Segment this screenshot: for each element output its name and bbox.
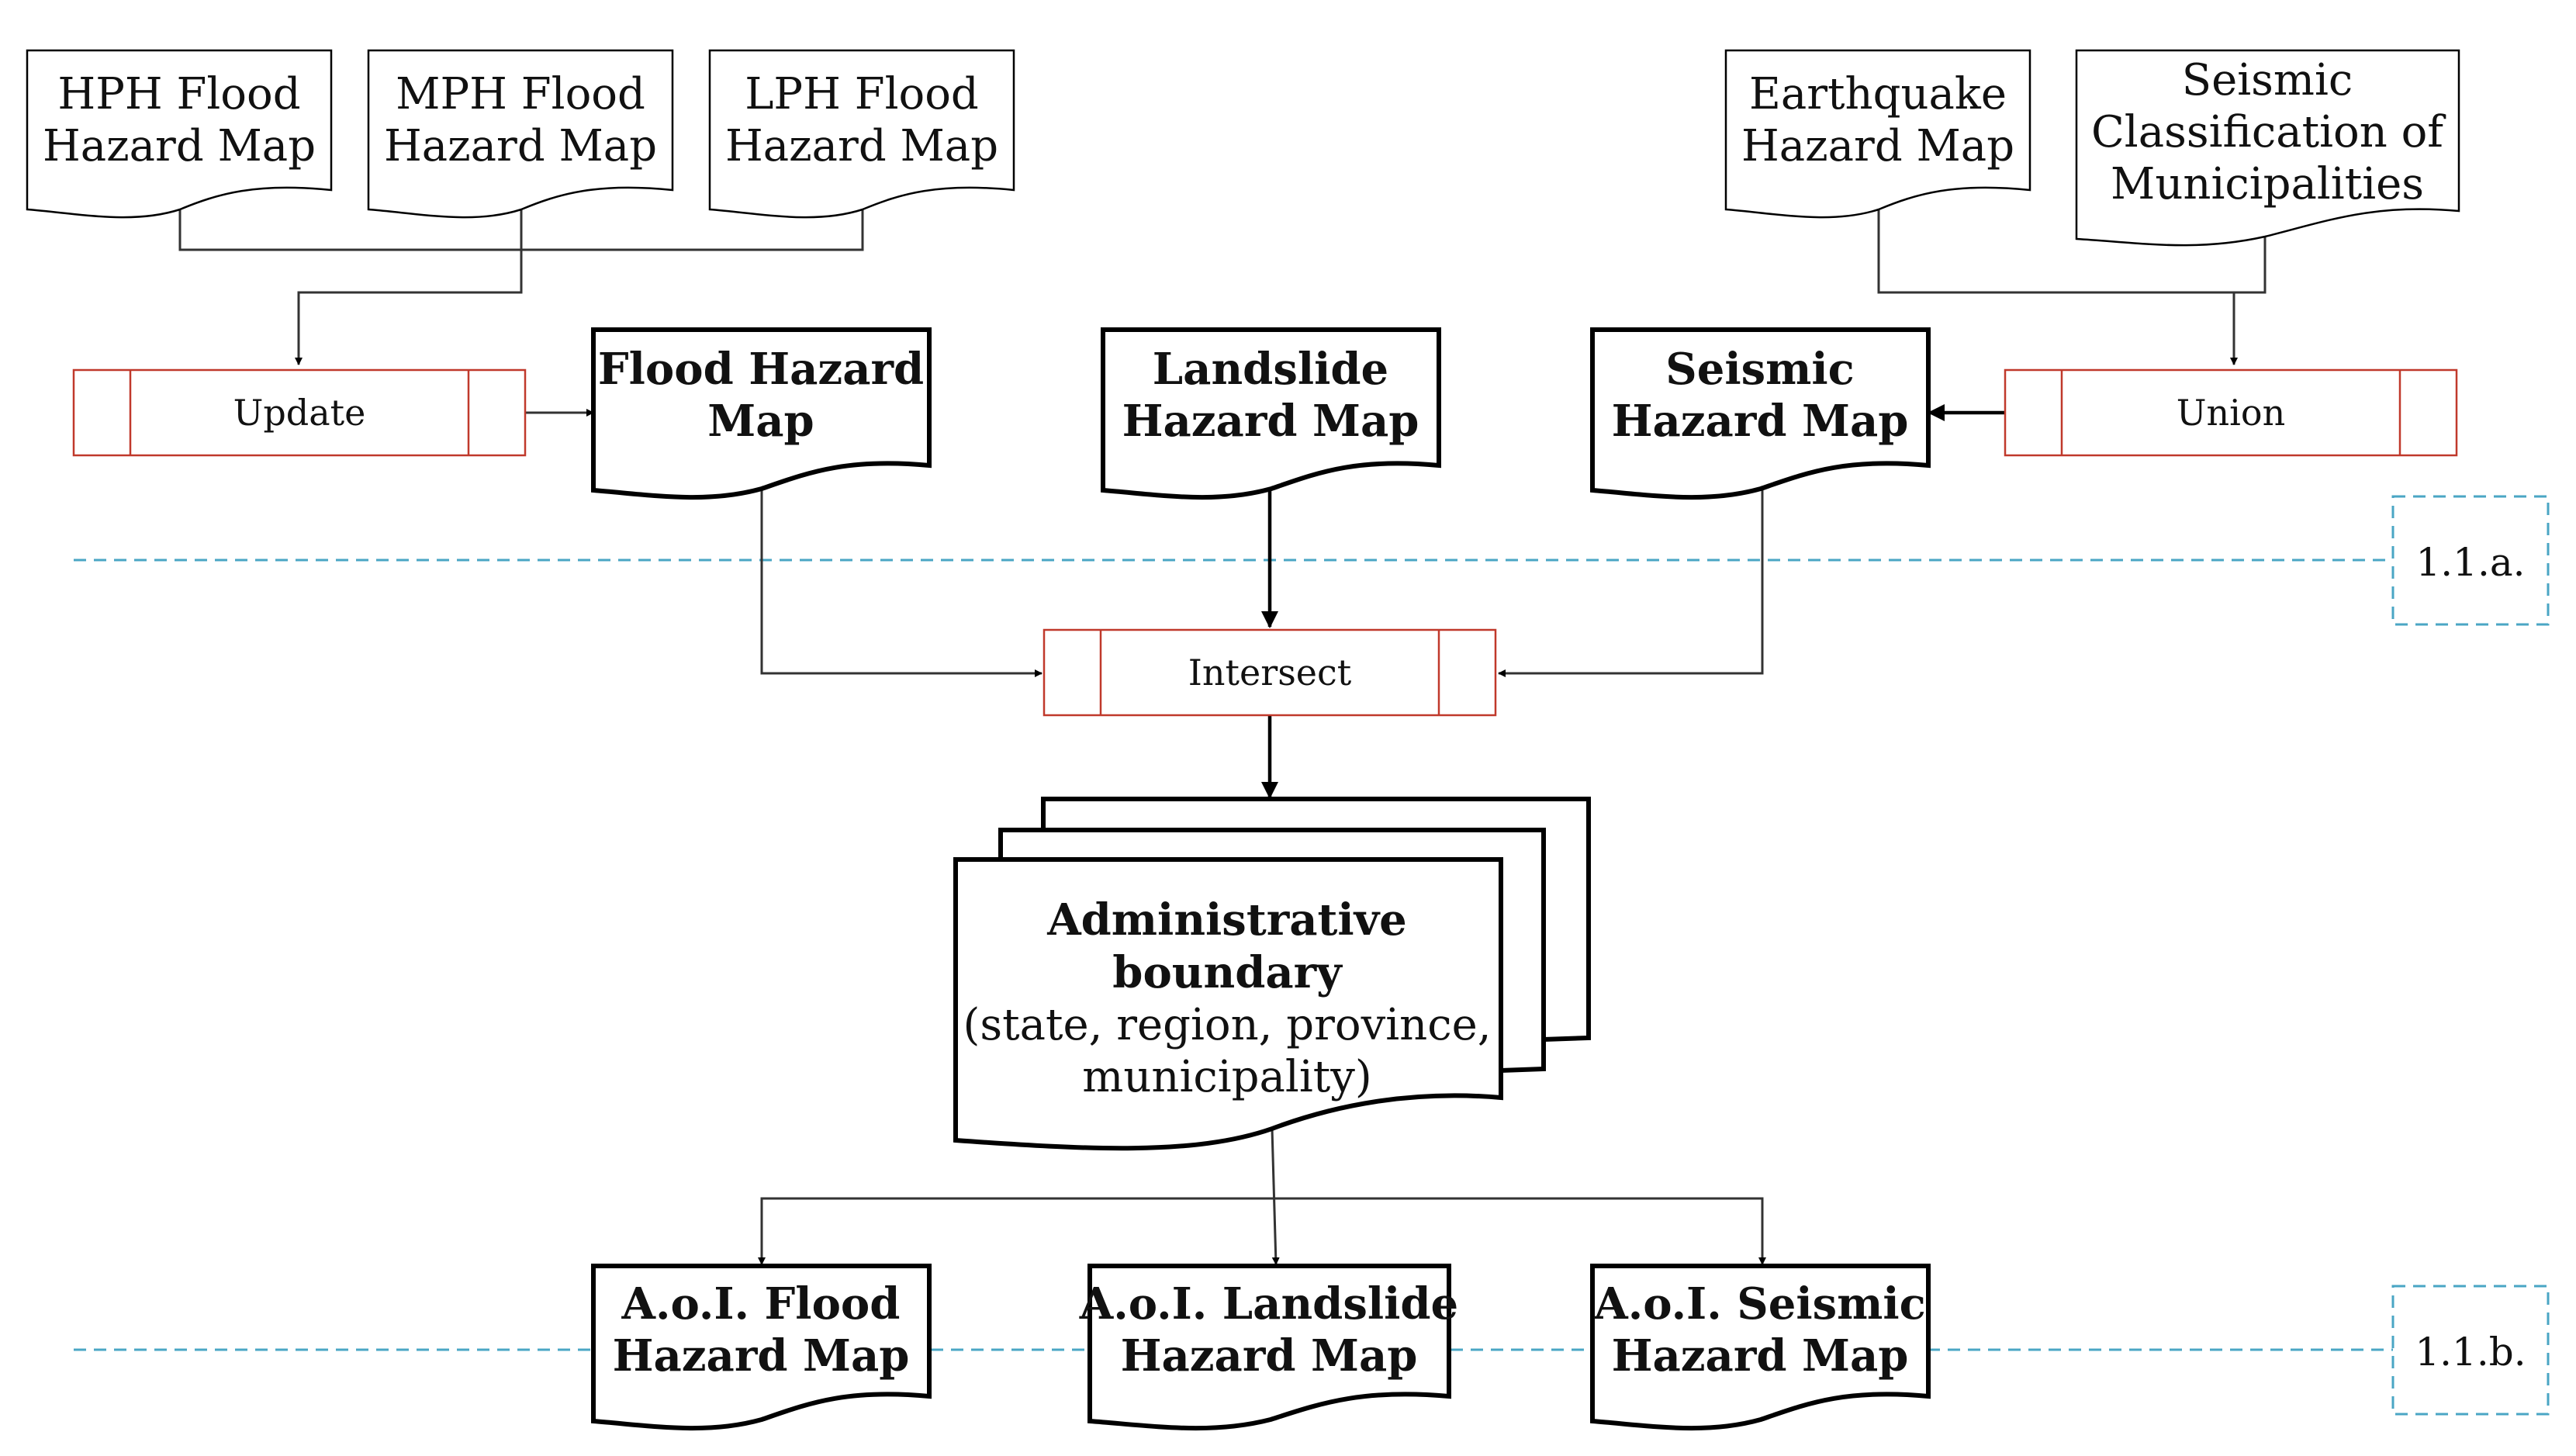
doc-text: MPH Flood bbox=[396, 69, 645, 119]
doc-text: Municipalities bbox=[2111, 159, 2424, 209]
doc-text: Hazard Map bbox=[1612, 1330, 1909, 1382]
level-box-b: 1.1.b. bbox=[2391, 1285, 2550, 1416]
doc-text: Seismic bbox=[2182, 55, 2353, 105]
process-union: Union bbox=[2004, 368, 2458, 457]
doc-text: LPH Flood bbox=[745, 69, 979, 119]
doc-text: Administrative bbox=[1046, 894, 1407, 946]
doc-text: Hazard Map bbox=[1121, 1330, 1418, 1382]
doc-text: municipality) bbox=[1082, 1052, 1371, 1102]
level-box-a: 1.1.a. bbox=[2391, 495, 2550, 626]
level-label-a: 1.1.a. bbox=[2415, 540, 2525, 585]
doc-text: Hazard Map bbox=[1612, 396, 1909, 447]
doc-text: Hazard Map bbox=[43, 121, 316, 171]
doc-text: Hazard Map bbox=[613, 1330, 910, 1382]
doc-text: Seismic bbox=[1665, 344, 1855, 395]
doc-text: Hazard Map bbox=[725, 121, 998, 171]
connector-admin-outputs bbox=[758, 1128, 1766, 1265]
doc-text: Hazard Map bbox=[384, 121, 657, 171]
doc-text: Landslide bbox=[1153, 344, 1388, 395]
doc-text: Earthquake bbox=[1749, 69, 2007, 119]
process-label: Update bbox=[233, 392, 366, 434]
doc-landslide-hazard-map: Landslide Hazard Map bbox=[1101, 327, 1441, 500]
process-label: Intersect bbox=[1188, 652, 1352, 693]
doc-lph-flood-hazard-map: LPH Flood Hazard Map bbox=[708, 49, 1015, 219]
doc-mph-flood-hazard-map: MPH Flood Hazard Map bbox=[367, 49, 674, 219]
connector-flood-inputs bbox=[178, 209, 864, 365]
doc-text: Map bbox=[707, 396, 814, 447]
doc-administrative-boundary: Administrative boundary (state, region, … bbox=[953, 797, 1591, 1151]
process-label: Union bbox=[2177, 392, 2285, 434]
doc-aoi-flood-hazard-map: A.o.I. Flood Hazard Map bbox=[591, 1264, 932, 1431]
doc-earthquake-hazard-map: Earthquake Hazard Map bbox=[1724, 49, 2031, 219]
level-label-b: 1.1.b. bbox=[2415, 1330, 2526, 1375]
doc-hph-flood-hazard-map: HPH Flood Hazard Map bbox=[26, 49, 333, 219]
doc-text: Flood Hazard bbox=[598, 344, 924, 395]
doc-seismic-classification: Seismic Classification of Municipalities bbox=[2075, 49, 2460, 247]
doc-text: A.o.I. Seismic bbox=[1593, 1278, 1926, 1330]
doc-text: A.o.I. Flood bbox=[621, 1278, 901, 1330]
doc-text: A.o.I. Landslide bbox=[1079, 1278, 1458, 1330]
doc-text: boundary bbox=[1112, 947, 1343, 998]
doc-seismic-hazard-map: Seismic Hazard Map bbox=[1590, 327, 1931, 500]
doc-text: (state, region, province, bbox=[963, 1000, 1491, 1050]
connector-seismic-intersect bbox=[1498, 489, 1764, 677]
doc-flood-hazard-map: Flood Hazard Map bbox=[591, 327, 932, 500]
process-update: Update bbox=[72, 368, 527, 457]
doc-aoi-landslide-hazard-map: A.o.I. Landslide Hazard Map bbox=[1079, 1264, 1458, 1431]
connector-flood-intersect bbox=[760, 489, 1043, 677]
doc-text: Hazard Map bbox=[1741, 121, 2014, 171]
doc-aoi-seismic-hazard-map: A.o.I. Seismic Hazard Map bbox=[1590, 1264, 1931, 1431]
doc-text: Hazard Map bbox=[1122, 396, 1419, 447]
connector-seismic-inputs bbox=[1877, 209, 2267, 365]
doc-text: HPH Flood bbox=[57, 69, 300, 119]
doc-text: Classification of bbox=[2091, 107, 2446, 157]
process-intersect: Intersect bbox=[1043, 628, 1497, 717]
